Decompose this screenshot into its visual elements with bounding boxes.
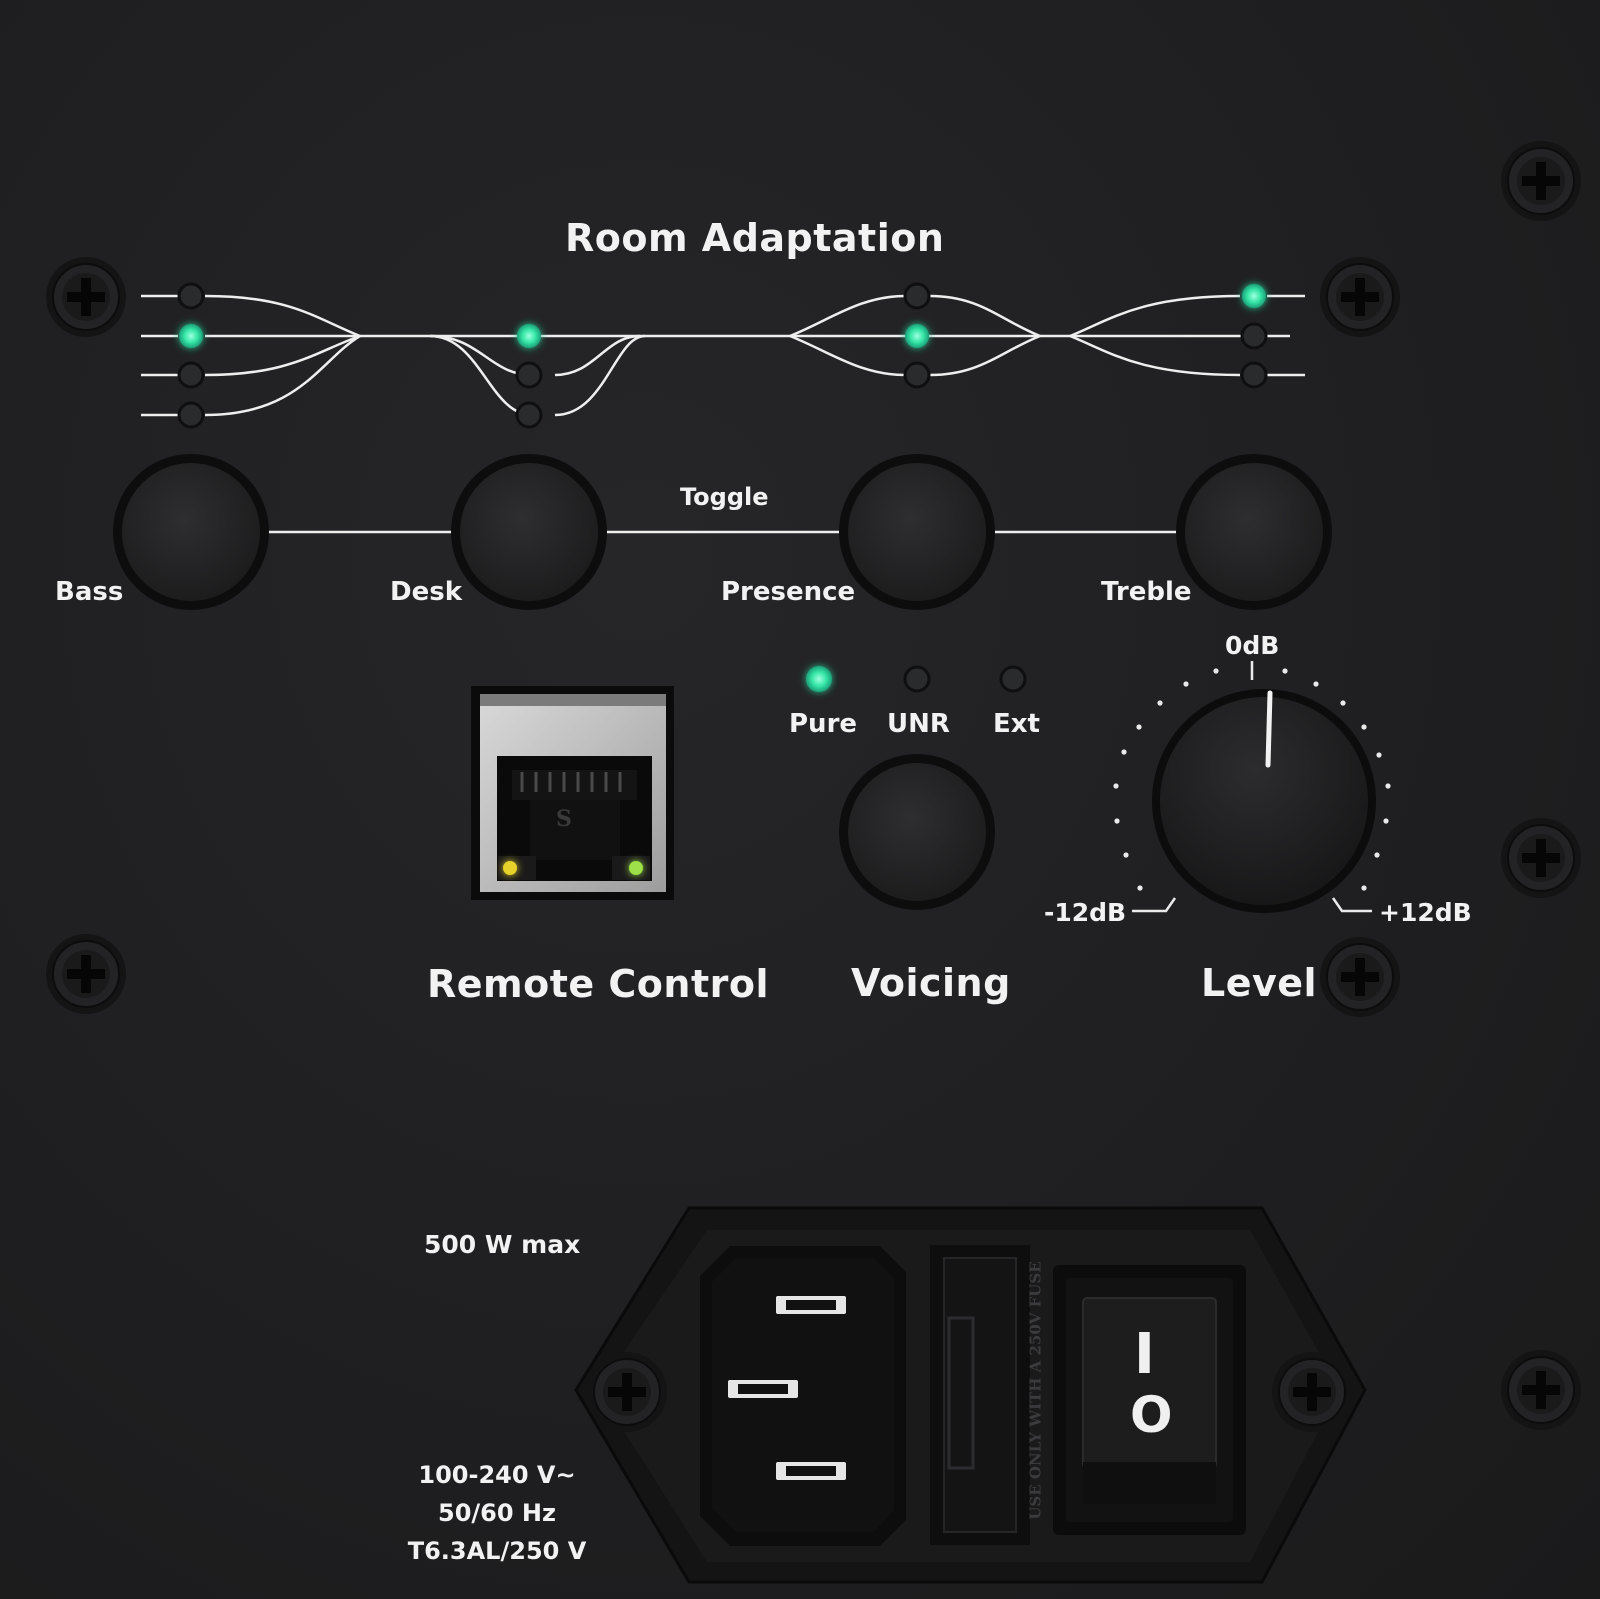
presence-button[interactable] bbox=[839, 454, 995, 610]
presence-led-3 bbox=[903, 361, 931, 389]
frequency-label: 50/60 Hz bbox=[438, 1499, 556, 1527]
room-adaptation-title: Room Adaptation bbox=[565, 216, 945, 260]
fuse-holder[interactable] bbox=[930, 1245, 1030, 1545]
toggle-label: Toggle bbox=[680, 483, 769, 511]
switch-off-symbol: O bbox=[1130, 1386, 1173, 1444]
treble-led-1 bbox=[1242, 284, 1266, 308]
treble-button[interactable] bbox=[1176, 454, 1332, 610]
voicing-led-ext bbox=[999, 665, 1027, 693]
desk-led-2 bbox=[515, 361, 543, 389]
screw-icon bbox=[586, 1351, 668, 1433]
screw-icon bbox=[1500, 1349, 1582, 1431]
screw-icon bbox=[1271, 1351, 1353, 1433]
treble-leds bbox=[1240, 284, 1268, 389]
fuse-rating-label: T6.3AL/250 V bbox=[407, 1537, 587, 1565]
desk-led-1 bbox=[517, 324, 541, 348]
screw-icon bbox=[1500, 140, 1582, 222]
switch-on-symbol: I bbox=[1134, 1322, 1155, 1387]
treble-button-label: Treble bbox=[1101, 577, 1192, 607]
desk-button[interactable] bbox=[451, 454, 607, 610]
bass-led-3 bbox=[177, 361, 205, 389]
fuse-marking: USE ONLY WITH A 250V FUSE bbox=[1026, 1261, 1045, 1520]
iec-power-inlet[interactable] bbox=[700, 1246, 906, 1546]
bass-button-label: Bass bbox=[55, 577, 124, 607]
level-scale-marks bbox=[1132, 661, 1372, 913]
power-module bbox=[574, 1206, 1367, 1584]
level-title: Level bbox=[1201, 961, 1318, 1005]
voicing-button[interactable] bbox=[839, 754, 995, 910]
bass-button[interactable] bbox=[113, 454, 269, 610]
level-knob[interactable] bbox=[1152, 689, 1376, 913]
power-spec: 100-240 V~ 50/60 Hz T6.3AL/250 V bbox=[397, 1456, 597, 1570]
level-scale-min-label: -12dB bbox=[1044, 898, 1127, 927]
presence-button-label: Presence bbox=[721, 577, 856, 607]
treble-led-2 bbox=[1240, 322, 1268, 350]
level-scale-dots bbox=[1113, 668, 1391, 891]
presence-led-1 bbox=[903, 282, 931, 310]
bass-led-1 bbox=[177, 282, 205, 310]
screw-icon bbox=[1319, 256, 1401, 338]
voicing-led-pure bbox=[806, 666, 832, 692]
port-led-left bbox=[503, 861, 517, 875]
bass-led-2 bbox=[179, 324, 203, 348]
presence-leds bbox=[903, 282, 931, 389]
level-scale-max-label: +12dB bbox=[1379, 898, 1472, 927]
room-adaptation-curves bbox=[141, 294, 1305, 534]
port-led-right bbox=[629, 861, 643, 875]
bass-leds bbox=[177, 282, 205, 429]
screw-icon bbox=[1500, 817, 1582, 899]
desk-button-label: Desk bbox=[390, 577, 462, 607]
port-mark: S bbox=[556, 806, 572, 832]
voicing-title: Voicing bbox=[851, 961, 1011, 1005]
voicing-mode-ext: Ext bbox=[993, 709, 1040, 739]
level-knob-indicator bbox=[1265, 690, 1273, 768]
screw-icon bbox=[1319, 936, 1401, 1018]
voltage-label: 100-240 V~ bbox=[418, 1461, 576, 1489]
level-scale-center-label: 0dB bbox=[1225, 631, 1280, 660]
max-power-label: 500 W max bbox=[424, 1230, 581, 1259]
bass-led-4 bbox=[177, 401, 205, 429]
screw-icon bbox=[45, 256, 127, 338]
desk-leds bbox=[515, 324, 543, 429]
desk-led-3 bbox=[515, 401, 543, 429]
voicing-led-unr bbox=[903, 665, 931, 693]
voicing-mode-unr: UNR bbox=[887, 709, 950, 739]
power-switch[interactable] bbox=[1053, 1265, 1246, 1535]
screw-icon bbox=[45, 933, 127, 1015]
remote-control-port[interactable] bbox=[471, 686, 674, 900]
presence-led-2 bbox=[905, 324, 929, 348]
voicing-mode-pure: Pure bbox=[789, 709, 858, 739]
remote-control-title: Remote Control bbox=[427, 962, 769, 1006]
treble-led-3 bbox=[1240, 361, 1268, 389]
